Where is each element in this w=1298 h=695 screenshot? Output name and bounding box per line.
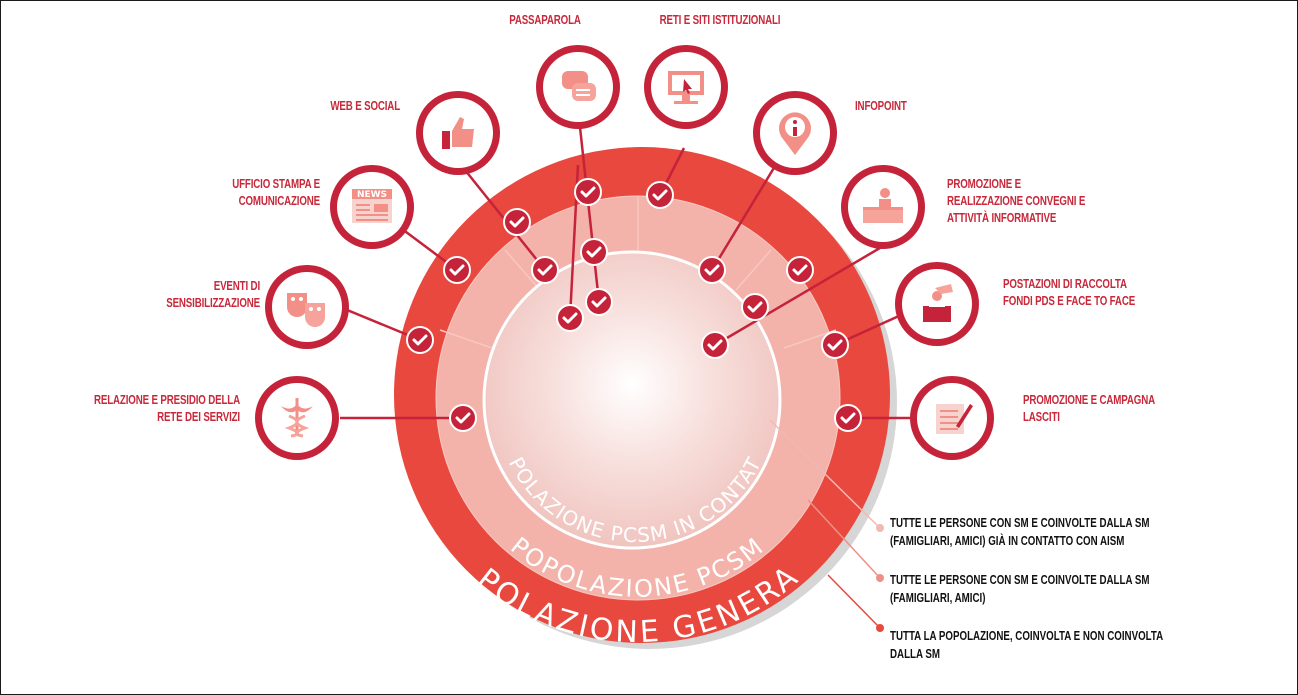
check-marker <box>580 238 608 266</box>
checkmark-icon <box>537 264 553 276</box>
check-marker <box>834 404 862 432</box>
bubble-infopoint <box>753 91 837 175</box>
check-marker <box>406 326 434 354</box>
checkmark-icon <box>580 186 596 198</box>
check-marker <box>503 208 531 236</box>
check-marker <box>701 331 729 359</box>
checkmark-icon <box>704 264 720 276</box>
checkmark-icon <box>586 246 602 258</box>
legend-item-inner: TUTTE LE PERSONE CON SM E COINVOLTE DALL… <box>890 516 1150 548</box>
check-marker <box>443 256 471 284</box>
check-marker <box>646 181 674 209</box>
check-marker <box>585 288 613 316</box>
svg-text:NEWS: NEWS <box>357 190 387 200</box>
check-marker <box>821 331 849 359</box>
checkmark-icon <box>449 264 465 276</box>
bubble-passaparola <box>536 45 620 129</box>
check-marker <box>574 178 602 206</box>
checkmark-icon <box>792 264 808 276</box>
info-icon <box>779 112 811 155</box>
masks-icon <box>287 293 325 327</box>
chat-icon <box>562 71 596 101</box>
bubble-relazione <box>255 376 339 460</box>
checkmark-icon <box>509 216 525 228</box>
middle-ring-segments <box>439 196 837 349</box>
check-marker <box>449 404 477 432</box>
label-ufficio-stampa: UFFICIO STAMPA E COMUNICAZIONE <box>232 177 320 208</box>
checkmark-icon <box>840 412 856 424</box>
donate-icon <box>923 284 953 322</box>
label-promozione-convegni: PROMOZIONE E REALIZZAZIONE CONVEGNI E AT… <box>947 177 1086 225</box>
label-postazioni: POSTAZIONI DI RACCOLTA FONDI PDS E FACE … <box>1003 277 1136 308</box>
caduceus-icon <box>281 398 313 438</box>
checkmark-icon <box>455 412 471 424</box>
checkmark-icon <box>707 339 723 351</box>
checkmark-icon <box>652 189 668 201</box>
bubble-lasciti <box>910 376 994 460</box>
news-icon: NEWS <box>352 189 392 223</box>
label-passaparola: PASSAPAROLA <box>509 13 581 27</box>
label-web-social: WEB E SOCIAL <box>330 99 400 113</box>
bubble-web-social <box>416 91 500 175</box>
monitor-icon <box>668 71 704 104</box>
check-marker <box>556 304 584 332</box>
bubble-reti-siti <box>644 45 728 129</box>
check-marker <box>698 256 726 284</box>
bubble-ufficio-stampa: NEWS <box>330 165 414 249</box>
legend-item-middle: TUTTE LE PERSONE CON SM E COINVOLTE DALL… <box>890 573 1150 605</box>
bubble-postazioni <box>895 262 979 346</box>
bubble-promozione-convegni <box>841 165 925 249</box>
checkmark-icon <box>591 296 607 308</box>
check-marker <box>531 256 559 284</box>
label-infopoint: INFOPOINT <box>855 99 907 113</box>
desk-icon <box>863 188 903 223</box>
checkmark-icon <box>827 339 843 351</box>
document-icon <box>936 404 973 434</box>
label-lasciti: PROMOZIONE E CAMPAGNA LASCITI <box>1023 393 1155 424</box>
checkmark-icon <box>747 301 763 313</box>
label-relazione: RELAZIONE E PRESIDIO DELLA RETE DEI SERV… <box>93 393 240 424</box>
bubble-eventi <box>265 265 349 349</box>
label-eventi: EVENTI DI SENSIBILIZZAZIONE <box>166 279 260 310</box>
legend-pointers <box>769 419 884 632</box>
check-marker <box>741 293 769 321</box>
inner-circle <box>482 250 782 550</box>
checkmark-icon <box>412 334 428 346</box>
check-marker <box>786 256 814 284</box>
checkmark-icon <box>562 312 578 324</box>
legend-item-outer: TUTTA LA POPOLAZIONE, COINVOLTA E NON CO… <box>890 629 1164 661</box>
label-reti-siti: RETI E SITI ISTITUZIONALI <box>659 13 781 27</box>
like-icon <box>442 117 474 149</box>
